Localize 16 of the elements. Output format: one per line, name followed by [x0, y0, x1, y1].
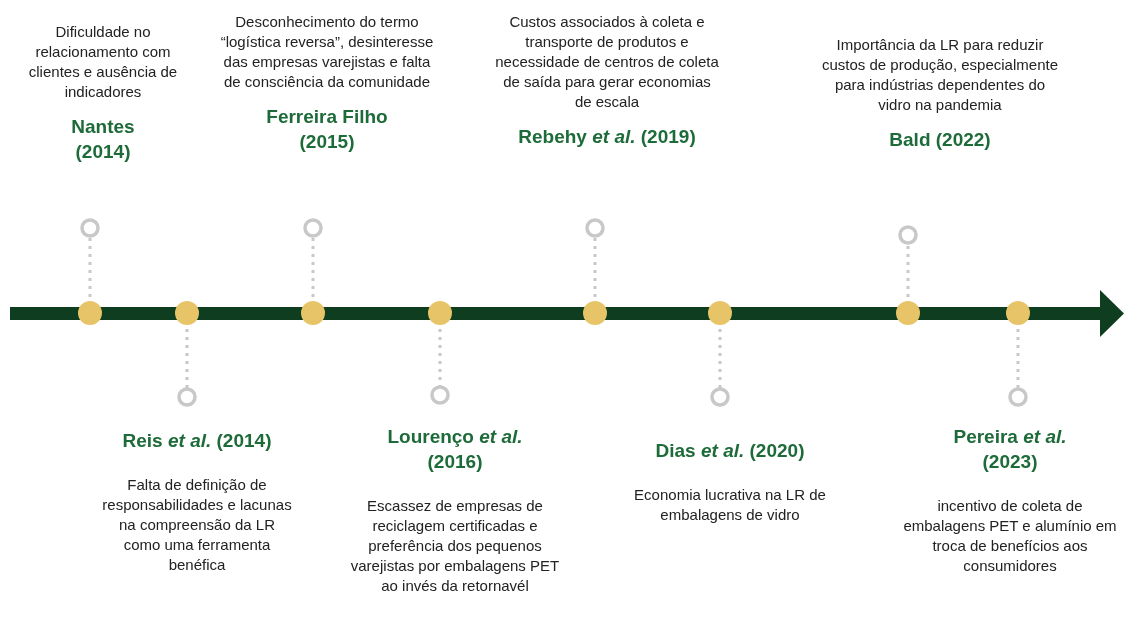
description-text: Dificuldade no relacionamento com clientes e ausência de indicadores: [27, 22, 179, 102]
description-text: incentivo de coleta de embalagens PET e alumínio em troca de benefícios aos consumidores: [902, 496, 1118, 576]
description-text: Desconhecimento do termo “logística reversa”, desinteresse das empresas varejistas e falta de consciência da comunidade: [219, 12, 435, 92]
author-heading: Rebehy et al. (2019): [518, 125, 696, 149]
author-heading: Nantes (2014): [70, 115, 136, 164]
author-heading: Bald (2022): [889, 128, 991, 152]
description-text: Falta de definição de responsabilidades e lacunas na compreensão da LR como uma ferramenta benéfica: [102, 475, 292, 575]
description-text: Escassez de empresas de reciclagem certificadas e preferência dos pequenos varejistas por embalagens PET ao invés da retornavél: [349, 496, 561, 596]
author-heading: Dias et al. (2020): [655, 439, 805, 463]
author-heading: Reis et al. (2014): [122, 429, 272, 453]
description-text: Economia lucrativa na LR de embalagens de vidro: [633, 485, 827, 525]
description-text: Custos associados à coleta e transporte de produtos e necessidade de centros de coleta de saída para gerar economias de escala: [494, 12, 720, 112]
author-heading: Lourenço et al. (2016): [386, 425, 524, 474]
author-heading: Ferreira Filho (2015): [265, 105, 389, 154]
description-text: Importância da LR para reduzir custos de produção, especialmente para indústrias dependentes do vidro na pandemia: [821, 35, 1059, 115]
author-heading: Pereira et al. (2023): [952, 425, 1068, 474]
